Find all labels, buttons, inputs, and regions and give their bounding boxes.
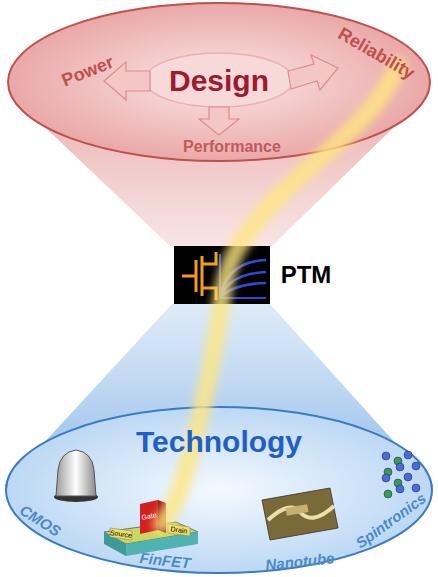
spin-atom — [396, 485, 404, 493]
transistor-symbol — [202, 288, 216, 300]
nanotube-contact — [285, 504, 308, 516]
design-core — [145, 53, 293, 107]
model-box: PTM — [174, 246, 270, 304]
region-ellipse: PowerReliabilityPerformanceDesign — [7, 2, 431, 162]
direction-arrow — [288, 55, 338, 90]
iv-curve — [220, 272, 266, 298]
spin-atom — [396, 463, 404, 471]
goal-label: Performance — [183, 138, 281, 156]
finfet-front — [126, 532, 198, 556]
design-ellipse — [8, 3, 430, 161]
transistor-symbol — [195, 260, 198, 292]
spin-atom — [384, 468, 392, 476]
plot-axis — [220, 254, 266, 298]
finfet-gate-side — [158, 500, 166, 533]
spin-atom — [394, 479, 402, 487]
spin-atom — [382, 474, 390, 482]
model-label: PTM — [281, 262, 332, 288]
transistor-symbol — [182, 275, 196, 278]
center-title: Design — [169, 64, 269, 97]
source-pad — [110, 528, 132, 540]
iv-curve — [220, 260, 266, 298]
finfet-top — [104, 522, 198, 544]
cmos-gate — [56, 450, 96, 496]
iv-curve — [220, 283, 266, 298]
icon-ground — [174, 246, 270, 304]
transistor-symbol — [202, 252, 216, 264]
spin-atom — [394, 457, 402, 465]
nanotube-photo — [262, 488, 338, 540]
region-ellipse: Design — [144, 52, 294, 108]
technology-ellipse — [6, 407, 432, 573]
center-title: Technology — [136, 425, 302, 458]
transistor-symbol — [201, 256, 204, 296]
drain-pad — [168, 524, 190, 536]
nanotube — [268, 506, 334, 520]
direction-arrow — [104, 62, 150, 100]
spin-atom — [404, 451, 412, 459]
cmos-base — [54, 492, 98, 502]
spin-atom — [412, 462, 420, 470]
spin-atom — [382, 452, 390, 460]
spin-atom — [404, 473, 412, 481]
finfet-gate — [140, 500, 158, 534]
spin-atom — [384, 490, 392, 498]
ptm-icon — [174, 246, 270, 304]
region-ellipse: TechnologyCMOSFinFETNanotubeSpintronics — [5, 406, 433, 574]
insight-beam — [162, 66, 398, 524]
direction-arrow — [199, 107, 239, 135]
spin-atom — [412, 484, 420, 492]
